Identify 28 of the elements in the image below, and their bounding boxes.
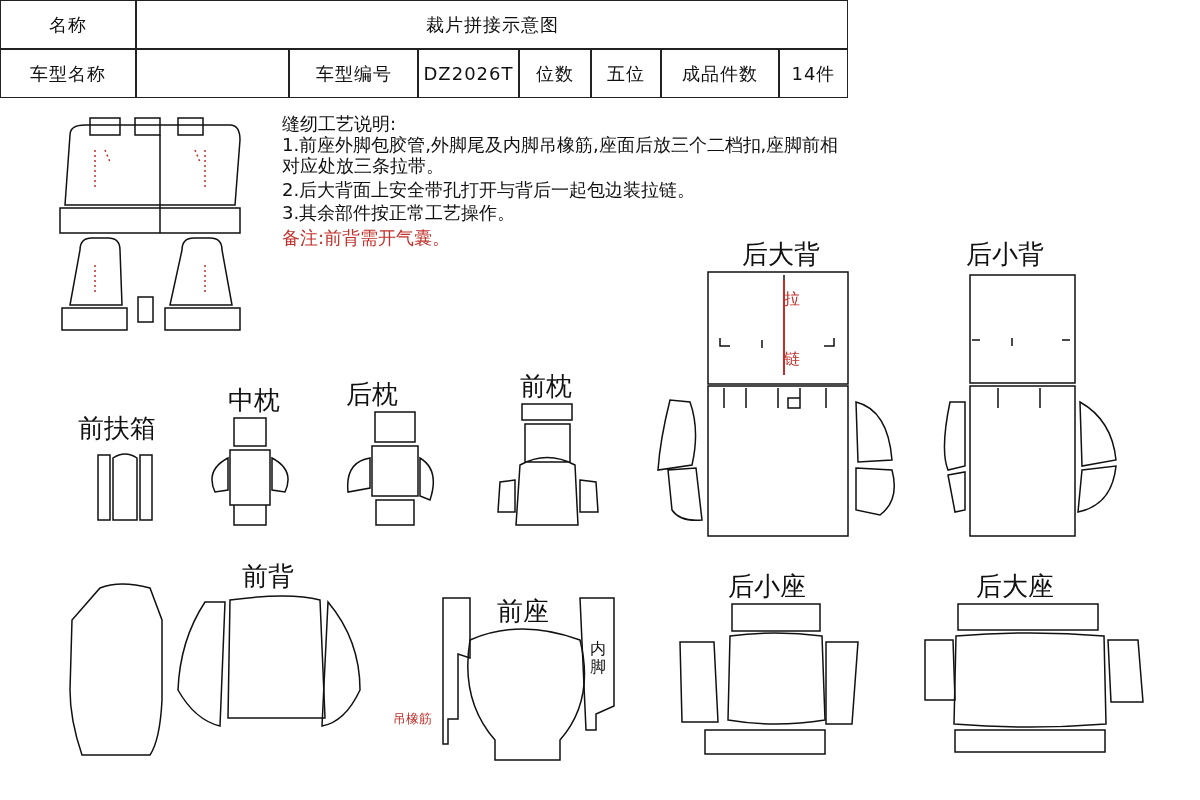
part-label: 内脚 xyxy=(590,640,606,676)
part-label: 后枕 xyxy=(346,380,398,410)
part-label: 后小座 xyxy=(728,572,806,602)
table-cell: 车型编号 xyxy=(289,49,418,98)
instruction-text: 缝纫工艺说明: xyxy=(282,114,398,135)
part-label: 后大背 xyxy=(742,240,820,270)
table-cell: 车型名称 xyxy=(0,49,136,98)
table-cell: 成品件数 xyxy=(661,49,779,98)
part-label: 后小背 xyxy=(966,240,1044,270)
table-cell: 位数 xyxy=(519,49,591,98)
part-label: 中枕 xyxy=(228,386,280,416)
table-cell: 五位 xyxy=(591,49,661,98)
part-label: 前背 xyxy=(242,562,294,592)
instruction-text: 1.前座外脚包胶管,外脚尾及内脚吊橡筋,座面后放三个二档扣,座脚前相对应处放三条拉带。 xyxy=(282,135,840,177)
table-cell: 14件 xyxy=(779,49,848,98)
part-label: 拉 xyxy=(784,290,800,309)
part-label: 链 xyxy=(784,350,800,369)
part-label: 前座 xyxy=(497,597,549,627)
part-label: 前枕 xyxy=(520,372,572,402)
table-cell: 裁片拼接示意图 xyxy=(136,0,848,49)
instruction-text: 备注:前背需开气囊。 xyxy=(282,228,452,249)
instruction-text: 2.后大背面上安全带孔打开与背后一起包边装拉链。 xyxy=(282,180,697,201)
part-label: 前扶箱 xyxy=(78,414,156,444)
instruction-text: 3.其余部件按正常工艺操作。 xyxy=(282,203,517,224)
part-label: 后大座 xyxy=(976,572,1054,602)
table-cell: 名称 xyxy=(0,0,136,49)
part-label: 吊橡筋 xyxy=(393,712,432,727)
table-cell: DZ2026T xyxy=(418,49,519,98)
